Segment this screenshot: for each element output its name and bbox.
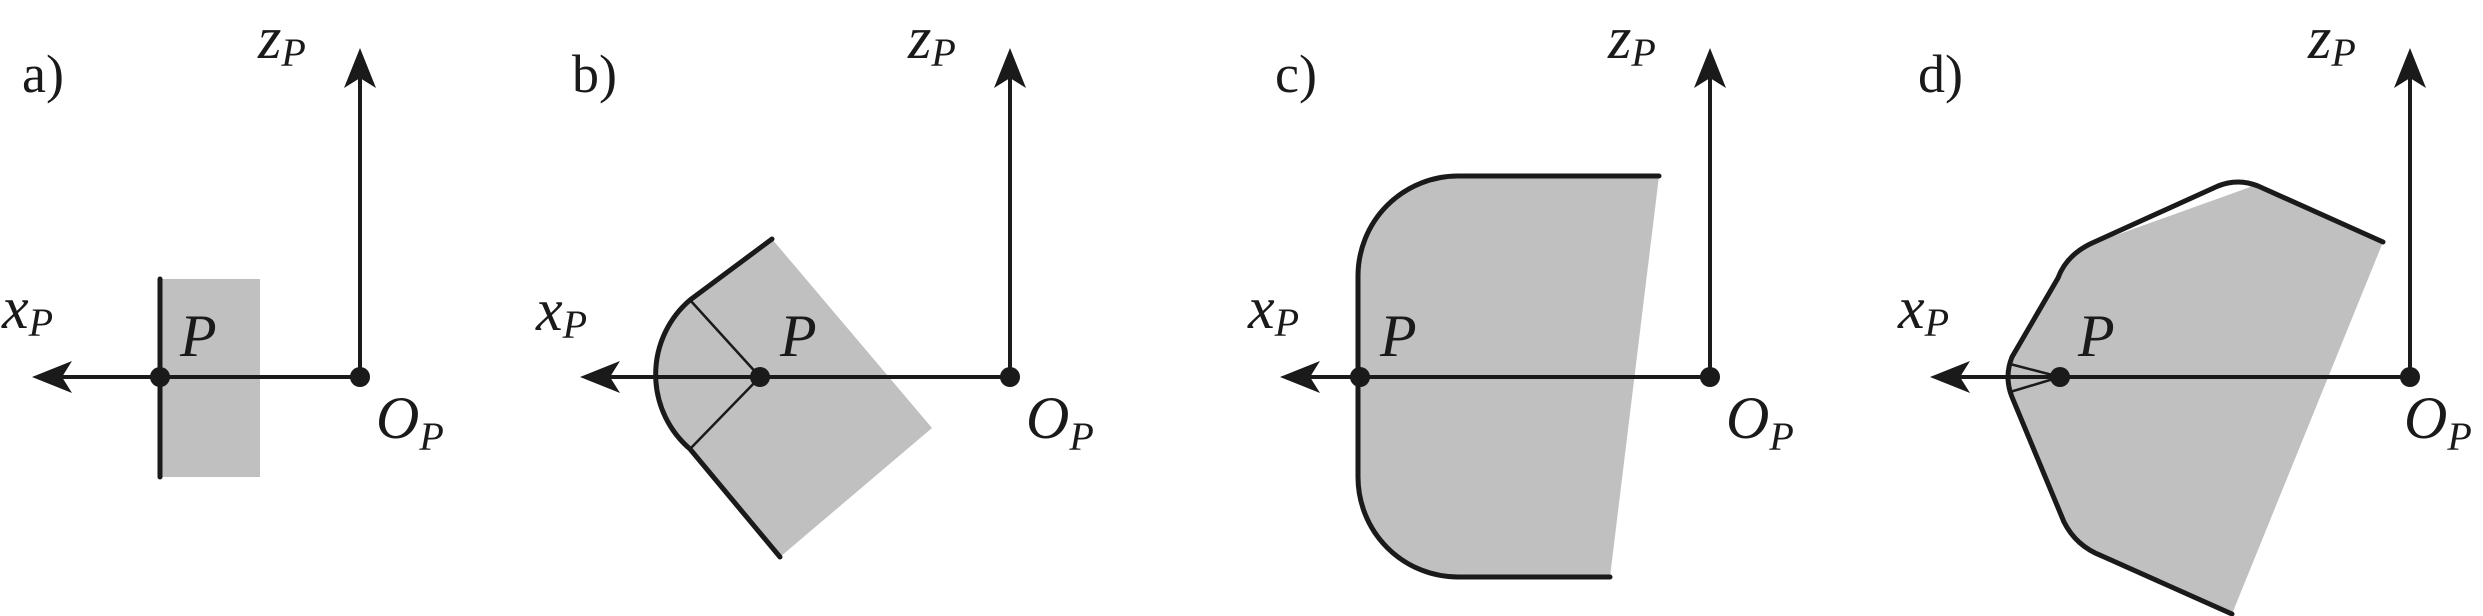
- panel-c-z-arrowhead: [1694, 48, 1726, 88]
- panel-b-insert-edge: [653, 236, 783, 560]
- panel-c-origin-label: OP: [1726, 385, 1794, 459]
- panel-c-x-arrowhead: [1280, 361, 1320, 393]
- panel-b-point-p: [750, 367, 770, 387]
- panel-b-origin: [1000, 367, 1020, 387]
- panel-d-origin: [2400, 367, 2420, 387]
- panel-b: b) zP xP P OP: [535, 5, 1094, 560]
- panel-d-z-arrowhead: [2394, 48, 2426, 88]
- panel-b-x-arrowhead: [580, 361, 620, 393]
- panel-d-point-p: [2050, 367, 2070, 387]
- panel-a-label: a): [22, 44, 64, 104]
- panel-d-point-label: P: [2077, 303, 2115, 369]
- panel-c-label: c): [1275, 44, 1317, 104]
- panel-a: a) zP xP P OP: [1, 5, 444, 480]
- panel-c-origin: [1700, 367, 1720, 387]
- panel-a-z-axis-label: zP: [257, 5, 306, 75]
- panel-a-x-axis-label: xP: [1, 275, 53, 345]
- panel-d-insert-edge: [2005, 179, 2386, 616]
- panel-d-label: d): [1918, 44, 1963, 104]
- panel-c-x-axis-label: xP: [1247, 275, 1299, 345]
- panel-c-z-axis-label: zP: [1607, 5, 1656, 75]
- panel-a-point-p: [150, 367, 170, 387]
- panel-d-z-axis-label: zP: [2307, 5, 2356, 75]
- panel-b-z-axis-label: zP: [907, 5, 956, 75]
- panel-b-origin-label: OP: [1026, 385, 1094, 459]
- panel-b-insert-shape: [655, 239, 932, 557]
- panel-d-origin-label: OP: [2404, 385, 2472, 459]
- panel-d-x-axis-label: xP: [1897, 275, 1949, 345]
- panel-b-x-axis-label: xP: [535, 277, 587, 347]
- panel-d: d) zP xP P OP: [1897, 5, 2472, 616]
- panel-a-origin-label: OP: [376, 385, 444, 459]
- panel-b-radius-line-lower: [689, 376, 761, 450]
- panel-c: c) zP xP P OP: [1247, 5, 1794, 580]
- panel-b-z-arrowhead: [994, 48, 1026, 88]
- panel-a-z-arrowhead: [344, 48, 376, 88]
- panel-a-x-arrowhead: [32, 361, 72, 393]
- panel-c-point-p: [1350, 367, 1370, 387]
- panel-d-x-arrowhead: [1930, 361, 1970, 393]
- panel-b-point-label: P: [779, 303, 817, 369]
- panel-a-origin: [350, 367, 370, 387]
- panel-b-radius-line-upper: [689, 299, 761, 378]
- panel-c-point-label: P: [1379, 303, 1417, 369]
- panel-a-point-label: P: [179, 303, 217, 369]
- panel-b-label: b): [572, 44, 617, 104]
- panel-d-insert-shape: [2008, 185, 2383, 614]
